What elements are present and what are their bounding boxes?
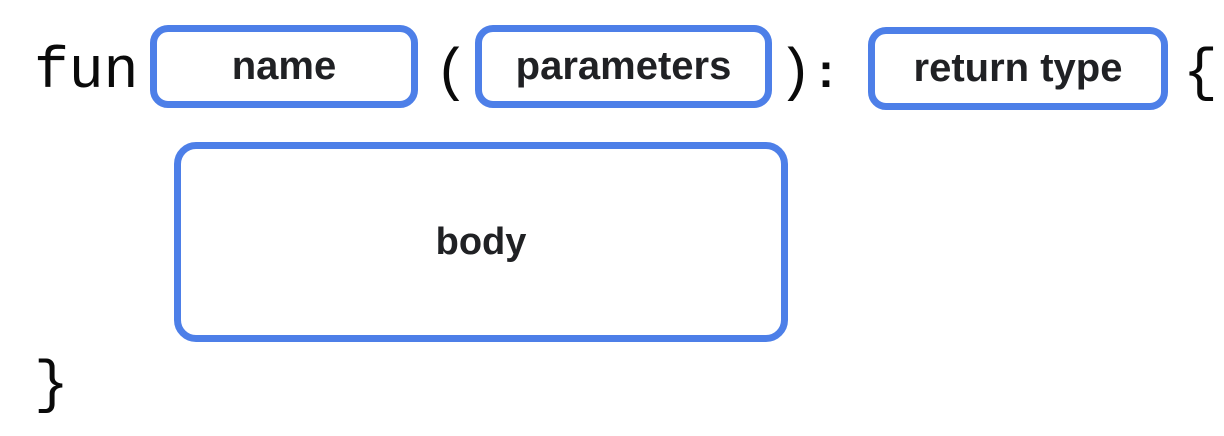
colon-token: : <box>818 45 834 98</box>
parameters-placeholder-label: parameters <box>515 44 732 88</box>
close-brace-token: } <box>34 354 69 419</box>
return-type-placeholder-label: return type <box>913 46 1123 90</box>
name-placeholder-label: name <box>231 44 337 88</box>
name-placeholder-box: name <box>150 25 418 108</box>
return-type-placeholder-box: return type <box>868 27 1168 110</box>
fun-keyword: fun <box>34 40 139 105</box>
parameters-placeholder-box: parameters <box>475 25 772 108</box>
body-placeholder-box: body <box>174 142 788 342</box>
open-brace-token: { <box>1183 42 1218 107</box>
open-paren-token: ( <box>434 42 469 107</box>
body-placeholder-label: body <box>435 220 527 263</box>
close-paren-token: ) <box>778 42 813 107</box>
